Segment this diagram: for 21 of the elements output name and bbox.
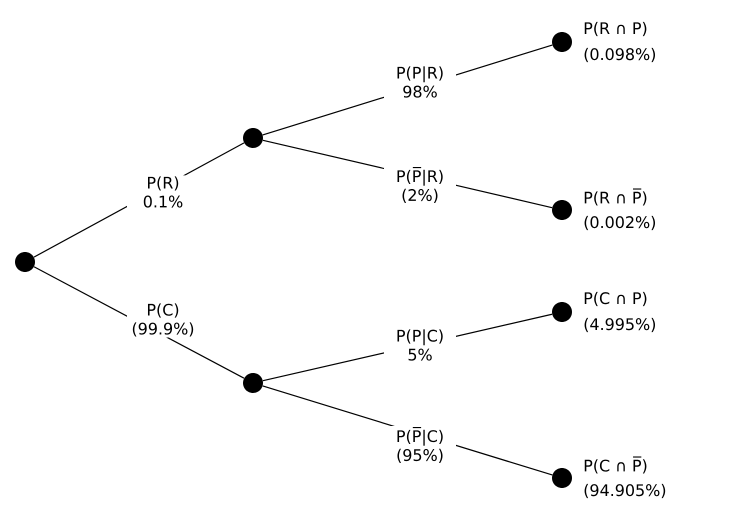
node-label: P(C ∩ P): [584, 292, 646, 306]
tree-node: [15, 252, 35, 272]
node-label: P(R ∩ P̅): [584, 188, 646, 206]
edge-label: P(P|C) 5%: [397, 329, 443, 361]
edge-label: P(P̅|C) (95%): [397, 427, 443, 463]
node-label: (0.098%): [584, 48, 656, 62]
tree-node: [552, 200, 572, 220]
node-label: P(C ∩ P̅): [584, 456, 646, 474]
node-label: P(R ∩ P): [584, 22, 646, 36]
tree-node: [552, 302, 572, 322]
node-label: (4.995%): [584, 318, 656, 332]
node-label: (0.002%): [584, 216, 656, 230]
edge-label: P(P|R) 98%: [398, 66, 443, 98]
tree-node: [552, 468, 572, 488]
node-label: (94.905%): [584, 484, 666, 498]
edge-label: P(C) (99.9%): [132, 303, 194, 337]
edge-label: P(R) 0.1%: [144, 176, 182, 208]
tree-node: [243, 128, 263, 148]
edge-label: P(P̅|R) (2%): [398, 167, 443, 203]
tree-node: [552, 32, 572, 52]
tree-node: [243, 372, 263, 393]
